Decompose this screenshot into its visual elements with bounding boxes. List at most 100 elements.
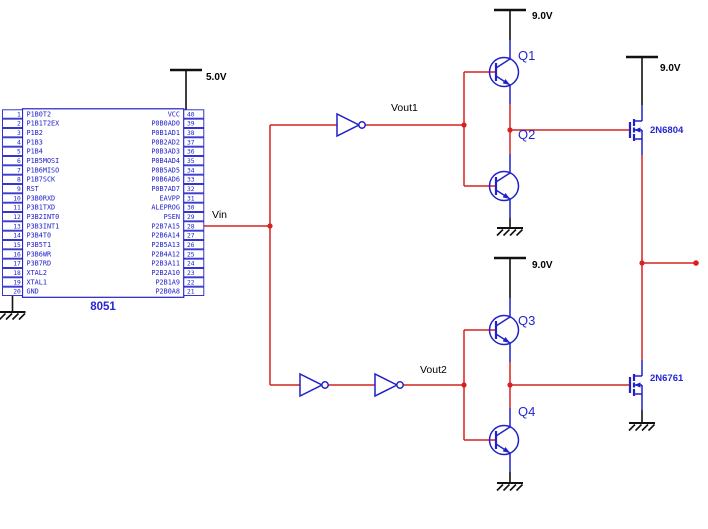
- output-terminal[interactable]: [693, 260, 699, 266]
- pin-box: [2, 212, 23, 222]
- pin-name: EAVPP: [160, 194, 180, 202]
- label-9v-q1[interactable]: 9.0V: [532, 11, 553, 22]
- q2-ground[interactable]: [496, 227, 524, 237]
- pin-name: P2B3A11: [151, 260, 180, 268]
- label-5v[interactable]: 5.0V: [206, 72, 227, 83]
- pin-name: PSEN: [164, 213, 180, 221]
- pin-name: P2B1A9: [155, 278, 180, 286]
- pin-box: [183, 230, 205, 240]
- pin-name: ALEPROG: [151, 204, 180, 212]
- pin-box: [2, 202, 23, 212]
- pin-box: [2, 184, 23, 194]
- pin-number: 18: [13, 270, 21, 277]
- junction-q3q4: [507, 382, 513, 388]
- pin-number: 31: [187, 195, 195, 202]
- pin-number: 15: [13, 242, 21, 249]
- pin-number: 19: [13, 279, 21, 286]
- pin-number: 38: [187, 130, 195, 137]
- pin-name: P2B6A14: [151, 232, 180, 240]
- pin-name: P3B0RXD: [27, 194, 56, 202]
- pin-number: 21: [187, 289, 195, 296]
- pin-number: 8: [17, 177, 21, 184]
- pin-name: P1B6MISO: [27, 166, 60, 174]
- pin-name: P1B3: [27, 138, 43, 146]
- chip-label[interactable]: 8051: [90, 301, 116, 313]
- inverter-1[interactable]: [336, 113, 366, 137]
- components: [299, 38, 644, 474]
- junction-fet-output: [639, 260, 645, 266]
- pin-number: 23: [187, 270, 195, 277]
- grounds: [0, 218, 656, 492]
- pin-box: [183, 137, 205, 147]
- pin-box: [183, 240, 205, 250]
- pin-number: 17: [13, 261, 21, 268]
- pin-box: [2, 286, 23, 296]
- pin-number: 39: [187, 121, 195, 128]
- pin-box: [183, 184, 205, 194]
- mosfet-2n6761[interactable]: [628, 358, 644, 412]
- junction-vout1: [461, 122, 467, 128]
- pin-number: 10: [13, 195, 21, 202]
- pin-name: P0B2AD2: [151, 138, 180, 146]
- pin-box: [183, 146, 205, 156]
- label-2n6761[interactable]: 2N6761: [650, 373, 684, 384]
- net-label-vout1[interactable]: Vout1: [391, 102, 418, 114]
- pin-name: P1B5MOSI: [27, 157, 60, 165]
- label-q1[interactable]: Q1: [518, 48, 535, 63]
- pin-name: RST: [27, 185, 39, 193]
- pin-number: 2: [17, 121, 21, 128]
- pin-box: [183, 277, 205, 287]
- pin-number: 6: [17, 158, 21, 165]
- junction-q1q2: [507, 127, 513, 133]
- label-9v-fet[interactable]: 9.0V: [660, 63, 681, 74]
- pin-name: P1B2: [27, 129, 43, 137]
- label-q4[interactable]: Q4: [518, 404, 535, 419]
- pin-name: P3B7RD: [27, 260, 52, 268]
- pin-name: P0B7AD7: [151, 185, 180, 193]
- pin-box: [183, 249, 205, 259]
- pin-number: 7: [17, 167, 21, 174]
- label-9v-q3[interactable]: 9.0V: [532, 260, 553, 271]
- pin-number: 37: [187, 139, 195, 146]
- mosfet-2n6804[interactable]: [628, 103, 644, 157]
- label-q3[interactable]: Q3: [518, 313, 535, 328]
- pin-box: [2, 146, 23, 156]
- pin-box: [183, 268, 205, 278]
- pin-box: [2, 268, 23, 278]
- pin-name: P2B4A12: [151, 250, 180, 258]
- pin-box: [183, 212, 205, 222]
- label-q2[interactable]: Q2: [518, 127, 535, 142]
- junction-vout2: [461, 382, 467, 388]
- wires: [203, 71, 696, 441]
- pin-number: 11: [13, 205, 21, 212]
- label-2n6804[interactable]: 2N6804: [650, 125, 684, 136]
- net-label-vin[interactable]: Vin: [212, 209, 227, 221]
- junctions: [267, 122, 699, 388]
- pin-box: [2, 193, 23, 203]
- pin-name: P1B4: [27, 148, 43, 156]
- fet-ground[interactable]: [628, 422, 656, 432]
- pin-box: [183, 258, 205, 268]
- pin-box: [183, 165, 205, 175]
- pin-name: P1B7SCK: [27, 176, 57, 184]
- pin-name: VCC: [168, 110, 180, 118]
- pin-box: [2, 249, 23, 259]
- q4-ground[interactable]: [496, 482, 524, 492]
- pin-name: P0B1AD1: [151, 129, 180, 137]
- pin-number: 27: [187, 233, 195, 240]
- pin-box: [2, 230, 23, 240]
- net-label-vout2[interactable]: Vout2: [420, 364, 447, 376]
- junction-vin: [267, 223, 273, 229]
- pin-number: 40: [187, 111, 195, 118]
- pin-box: [183, 128, 205, 138]
- chip-ground[interactable]: [0, 311, 27, 321]
- inverter-3[interactable]: [374, 373, 404, 397]
- inverter-2[interactable]: [299, 373, 329, 397]
- pin-box: [2, 174, 23, 184]
- pin-box: [183, 118, 205, 128]
- pin-name: P0B3AD3: [151, 148, 180, 156]
